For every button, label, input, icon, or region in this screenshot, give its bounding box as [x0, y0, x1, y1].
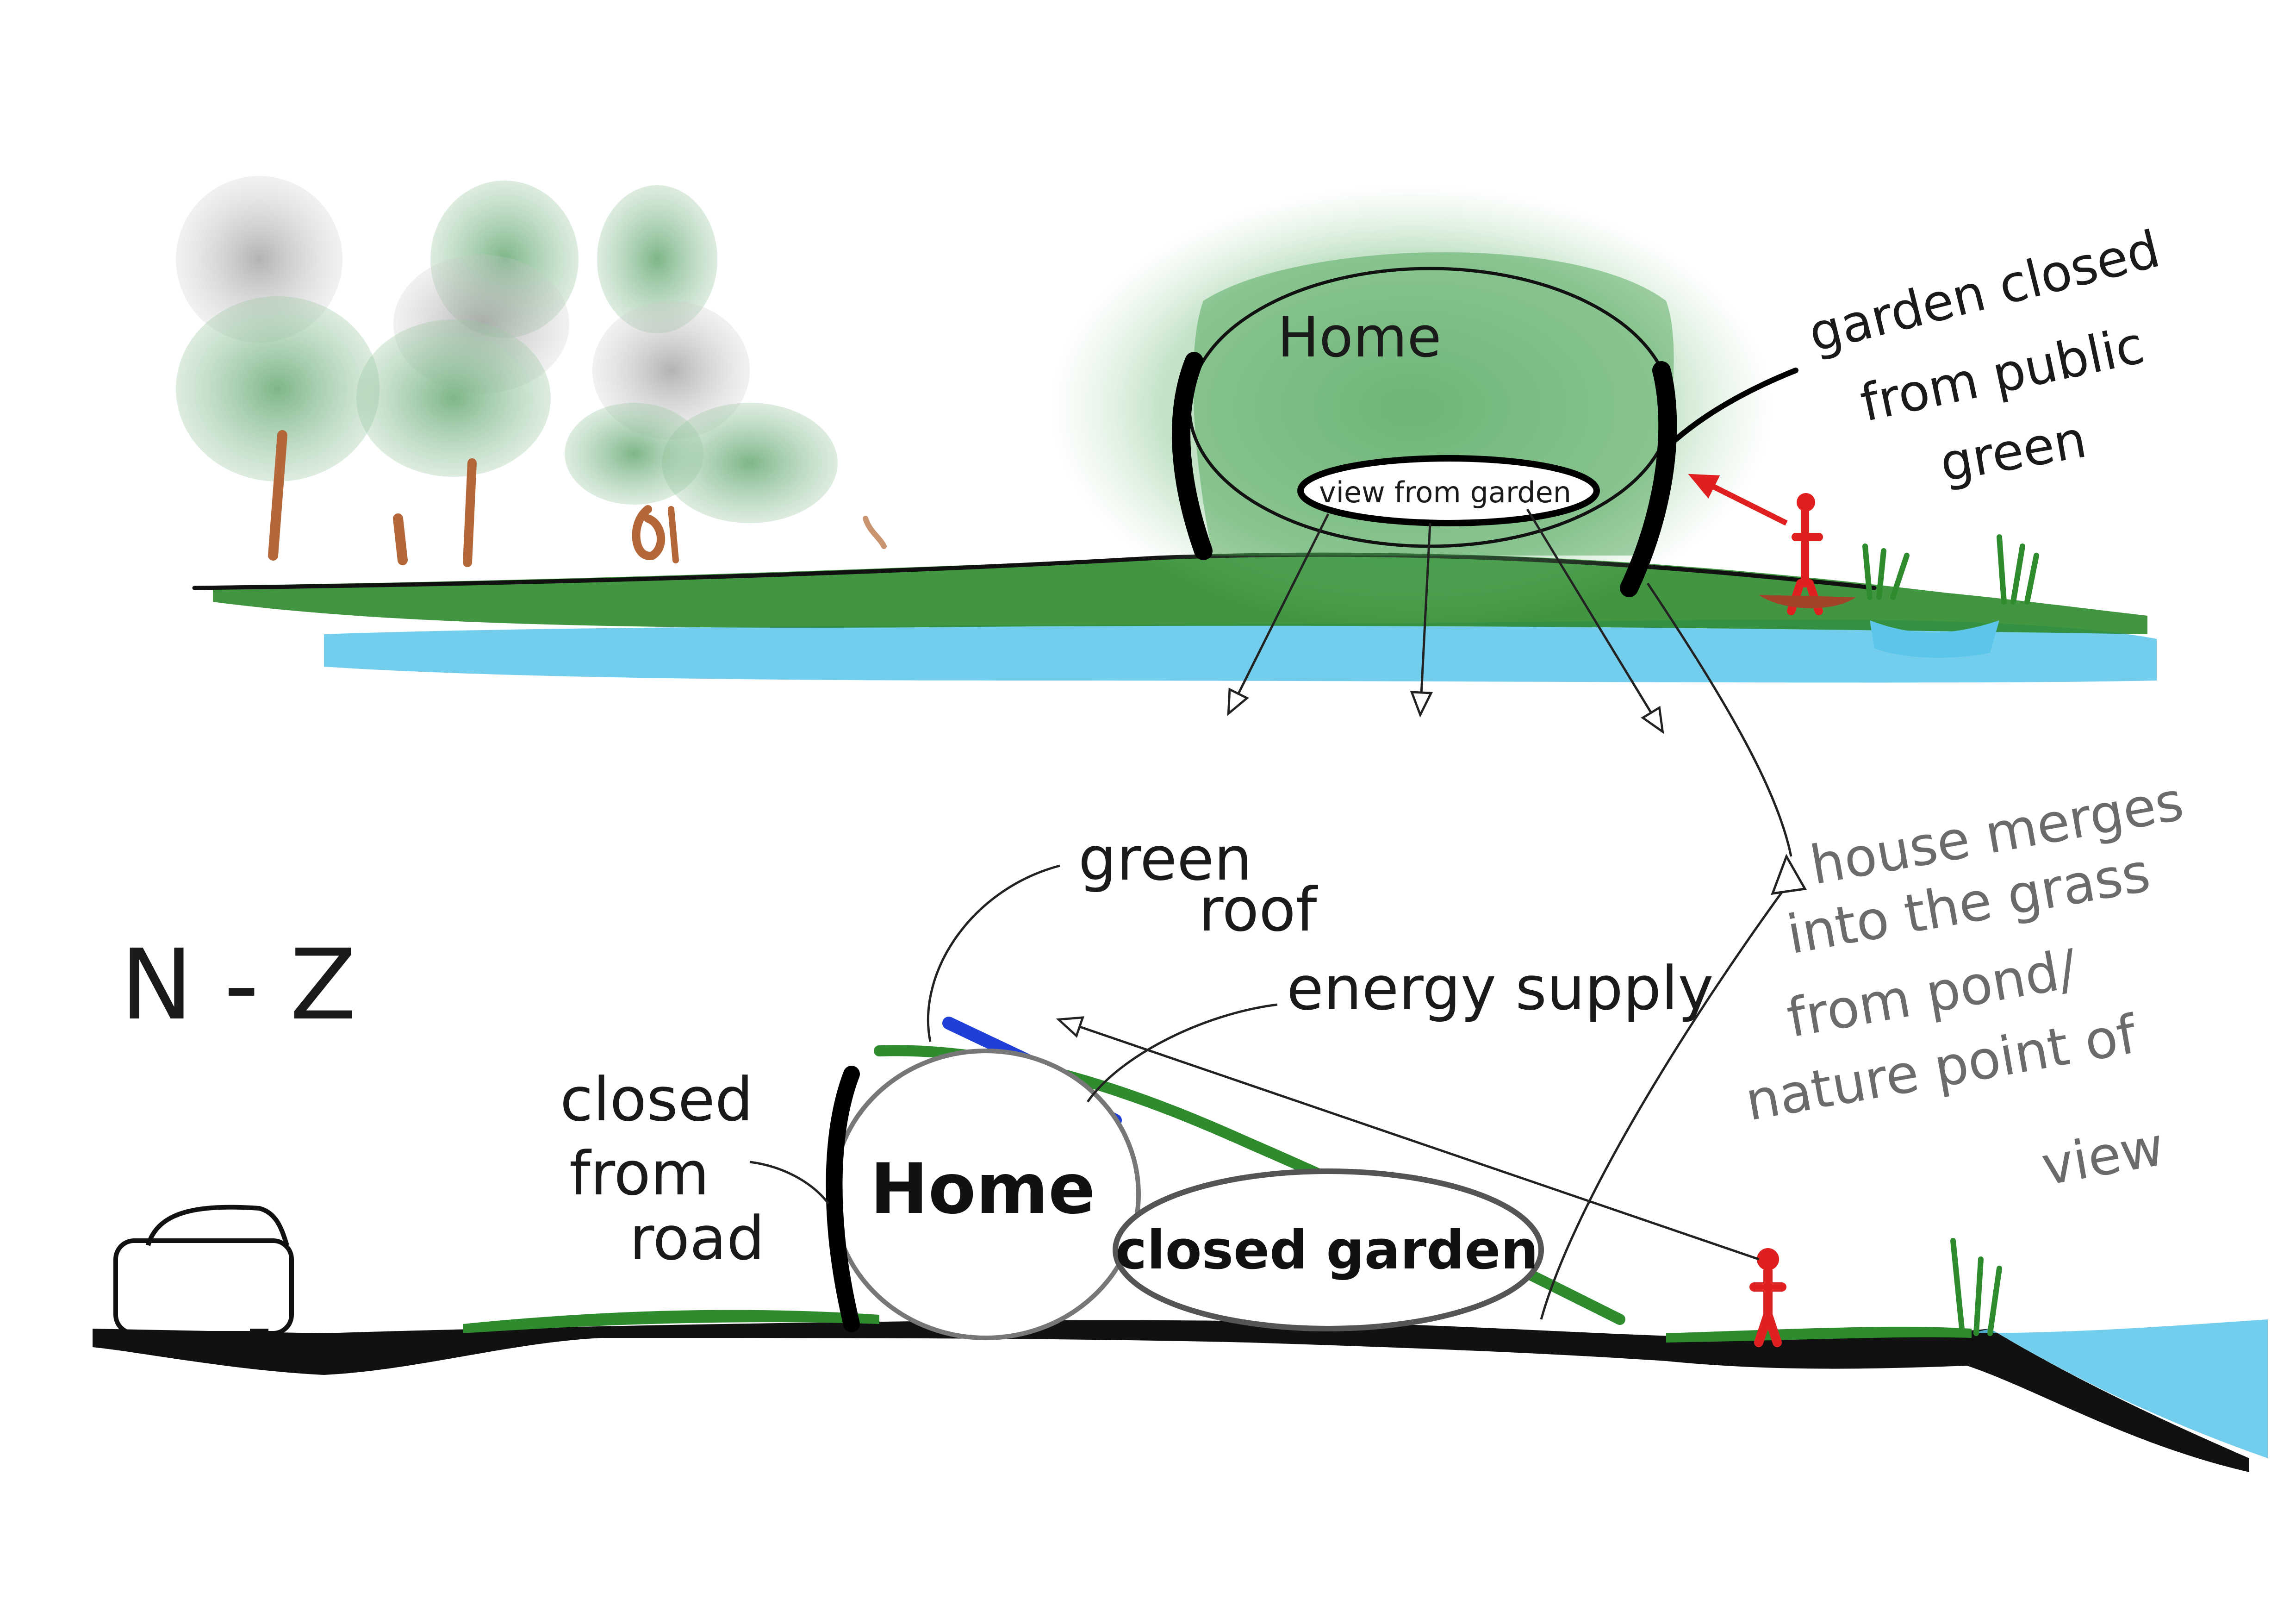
- leader-line: [1646, 582, 1792, 857]
- note-line: roof: [1199, 874, 1319, 945]
- leader-line: [1673, 368, 1798, 443]
- reed: [1950, 1238, 2002, 1336]
- arrow-head: [1771, 854, 1807, 895]
- bottom-section: N - Z Home closed garden green: [93, 824, 2268, 1472]
- reeds-top: [1862, 534, 2039, 658]
- sight-line: [1056, 1016, 1759, 1261]
- red-arrow: [1688, 474, 1788, 526]
- boat: [1759, 595, 1856, 608]
- tree-foliage: [176, 296, 380, 481]
- orientation-label: N - Z: [120, 928, 356, 1042]
- person-top: [1688, 474, 1856, 615]
- person-icon: [1749, 1266, 1786, 1347]
- grass-band: [213, 553, 2147, 634]
- merge-note: house merges into the grass from pond/ n…: [1540, 582, 2188, 1320]
- pond: [324, 619, 2157, 683]
- energy-supply-note: energy supply: [1086, 953, 1714, 1103]
- view-arrow: [1227, 513, 1330, 716]
- home-label: Home: [870, 1149, 1095, 1230]
- home-wall: [826, 1066, 860, 1332]
- garden-note-line: green: [1935, 409, 2091, 493]
- merge-note-line: view: [2037, 1116, 2169, 1198]
- note-line: closed: [560, 1064, 753, 1135]
- person-section: [1056, 1016, 1786, 1347]
- tree-group: [176, 176, 887, 567]
- closed-garden-bubble: [1113, 1168, 1544, 1331]
- home-wall-left: [1172, 352, 1213, 560]
- water-splash: [1870, 620, 1999, 658]
- home-label: Home: [1277, 306, 1441, 370]
- person-head: [1797, 493, 1815, 512]
- view-arrow: [1526, 508, 1664, 734]
- ground-section: [93, 1320, 2249, 1472]
- reed: [1862, 543, 1910, 600]
- closed-from-road-note: closed from road: [560, 1064, 829, 1274]
- tree-foliage: [662, 403, 838, 523]
- note-line: from: [569, 1138, 709, 1209]
- leader-line: [1086, 1003, 1278, 1103]
- leader-line: [749, 1161, 829, 1205]
- top-section: Home view from garden garden closed from…: [176, 176, 2165, 734]
- home-glow: [1051, 185, 1773, 630]
- tree-foliage: [356, 319, 551, 477]
- home-top: Home view from garden: [1051, 185, 1773, 734]
- grass-section: [1666, 1326, 1972, 1343]
- view-arrow: [1410, 523, 1433, 718]
- note-line: green: [1078, 824, 1252, 894]
- car-icon: [113, 1205, 294, 1347]
- tree-trunk: [393, 513, 408, 565]
- person-head: [1757, 1248, 1779, 1270]
- grass-section: [463, 1310, 879, 1333]
- tree-trunk: [863, 516, 887, 549]
- reed: [1997, 534, 2039, 605]
- closed-garden-label: closed garden: [1115, 1219, 1538, 1281]
- tree-trunk: [668, 506, 679, 563]
- tree-trunk: [463, 458, 477, 567]
- leader-line: [927, 864, 1060, 1042]
- home-section: Home closed garden: [826, 1049, 1544, 1340]
- note-line: road: [629, 1203, 765, 1274]
- leader-line: [1540, 879, 1792, 1320]
- view-label: view from garden: [1319, 475, 1571, 509]
- pond-section: [1972, 1319, 2268, 1458]
- person-icon: [1787, 505, 1823, 615]
- tree-foliage: [597, 185, 717, 333]
- home-wall-right: [1620, 361, 1677, 597]
- view-bubble: [1297, 455, 1600, 526]
- tree-trunk: [268, 430, 287, 561]
- green-roof-note: green roof: [927, 824, 1319, 1042]
- tree-foliage: [565, 403, 703, 505]
- tree-trunk: [632, 505, 665, 560]
- energy-supply-label: energy supply: [1287, 953, 1714, 1024]
